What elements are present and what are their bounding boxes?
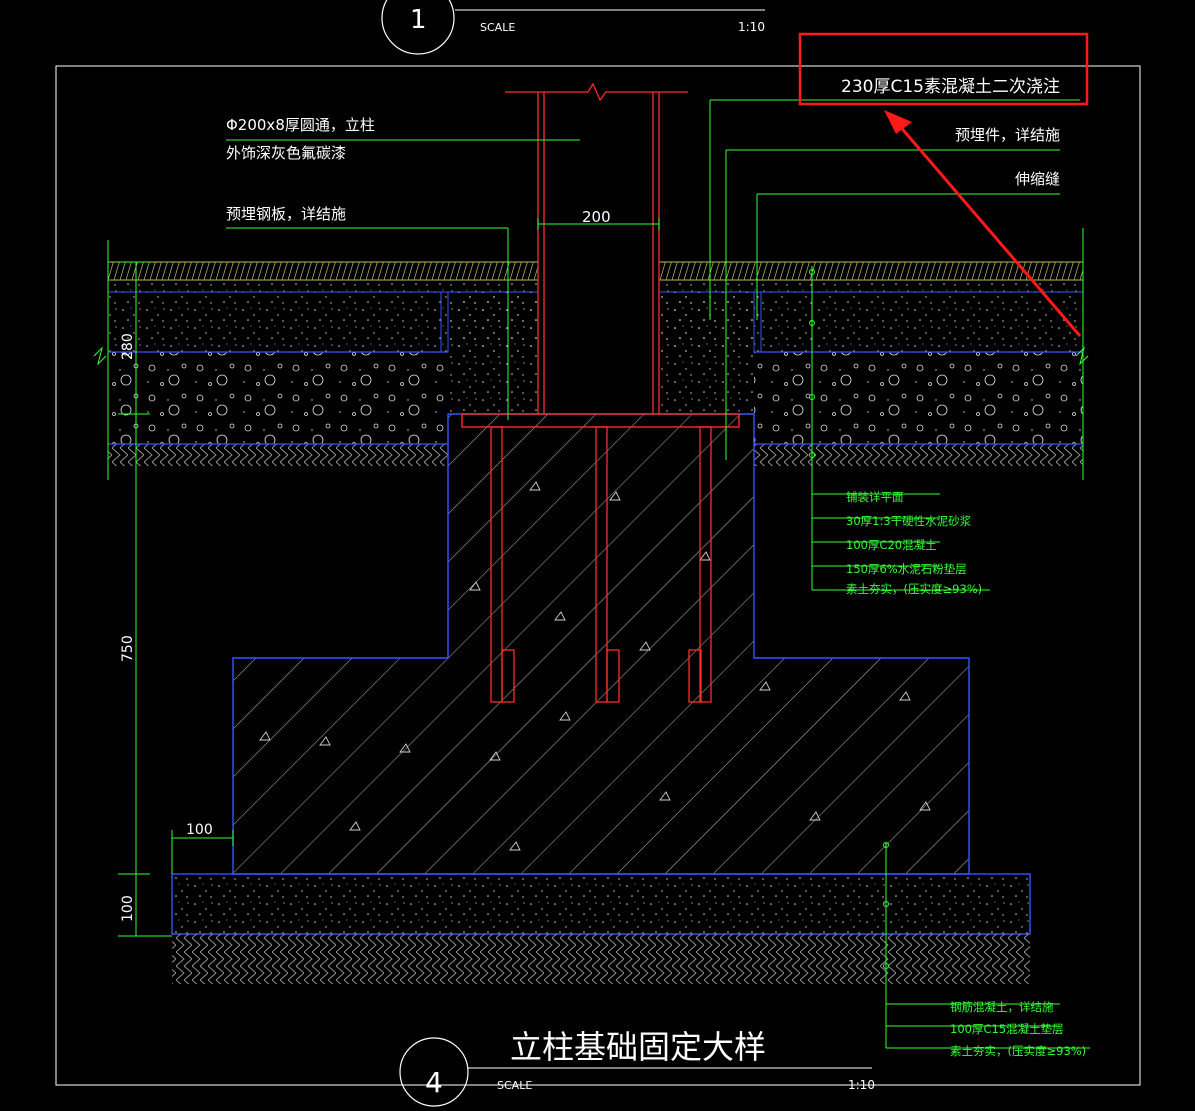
highlight-callout: 230厚C15素混凝土二次浇注 <box>798 32 1089 337</box>
pavement-layer-item: 素土夯实，(压实度≥93%) <box>846 582 982 596</box>
footing-layer-leaders <box>886 1003 1090 1049</box>
top-scale-value: 1:10 <box>738 20 765 34</box>
dim-column-width: 200 <box>582 208 611 226</box>
pavement-layer-item: 30厚1:3干硬性水泥砂浆 <box>846 514 972 528</box>
drawing-title: 立柱基础固定大样 <box>510 1028 766 1066</box>
bottom-marker-circle <box>399 1037 469 1107</box>
top-marker-number: 1 <box>410 5 427 35</box>
steel-column <box>505 82 688 414</box>
pavement-layer-item: 铺装详平面 <box>846 490 904 504</box>
footing-layer-item: 素土夯实，(压实度≥93%) <box>950 1044 1086 1058</box>
compacted-soil-base <box>172 934 1030 984</box>
pavement-layer-item: 100厚C20混凝土 <box>846 538 937 552</box>
footing-layer-item: 100厚C15混凝土垫层 <box>950 1022 1064 1036</box>
dimension-lines <box>93 218 1089 937</box>
highlight-note: 230厚C15素混凝土二次浇注 <box>841 77 1060 97</box>
secondary-pour-zone <box>448 292 754 414</box>
drawing-frame <box>55 65 1141 1086</box>
note-embedded-plate: 预埋钢板，详结施 <box>226 205 346 223</box>
highlight-arrow <box>884 110 1082 337</box>
pavement-layer-leaders <box>812 493 990 591</box>
leader-nodes <box>809 269 889 969</box>
highlight-box <box>798 32 1089 106</box>
anchor-bolts <box>490 426 712 703</box>
bottom-scale-label: SCALE <box>497 1079 532 1092</box>
footing-aggregate-marks <box>259 481 931 851</box>
bottom-scale-value: 1:10 <box>848 1078 875 1092</box>
bottom-detail-marker: 4 立柱基础固定大样 SCALE 1:10 <box>399 1028 875 1107</box>
foundation-footing <box>232 413 970 875</box>
note-expansion-joint: 伸缩缝 <box>1015 170 1060 188</box>
pavement-layer-item: 150厚6%水泥石粉垫层 <box>846 562 967 576</box>
pavement-layer-list: 铺装详平面 30厚1:3干硬性水泥砂浆 100厚C20混凝土 150厚6%水泥石… <box>812 490 990 596</box>
top-marker-circle <box>381 0 455 55</box>
bottom-marker-number: 4 <box>425 1066 443 1099</box>
c15-cushion-layer <box>171 873 1031 935</box>
top-detail-marker: 1 SCALE 1:10 <box>381 0 765 55</box>
dim-footing-depth: 750 <box>120 635 136 662</box>
footing-layer-item: 钢筋混凝土，详结施 <box>950 1000 1054 1014</box>
note-column-finish: 外饰深灰色氟碳漆 <box>226 144 346 162</box>
dim-pavement-depth: 280 <box>120 333 136 360</box>
top-scale-label: SCALE <box>480 21 515 34</box>
dim-cushion-depth: 100 <box>120 895 136 922</box>
dim-footing-offset: 100 <box>186 822 213 838</box>
note-embedded-part: 预埋件，详结施 <box>955 126 1060 144</box>
note-column-spec: Φ200x8厚圆通，立柱 <box>226 116 375 134</box>
footing-layer-list: 钢筋混凝土，详结施 100厚C15混凝土垫层 素土夯实，(压实度≥93%) <box>886 1000 1090 1058</box>
